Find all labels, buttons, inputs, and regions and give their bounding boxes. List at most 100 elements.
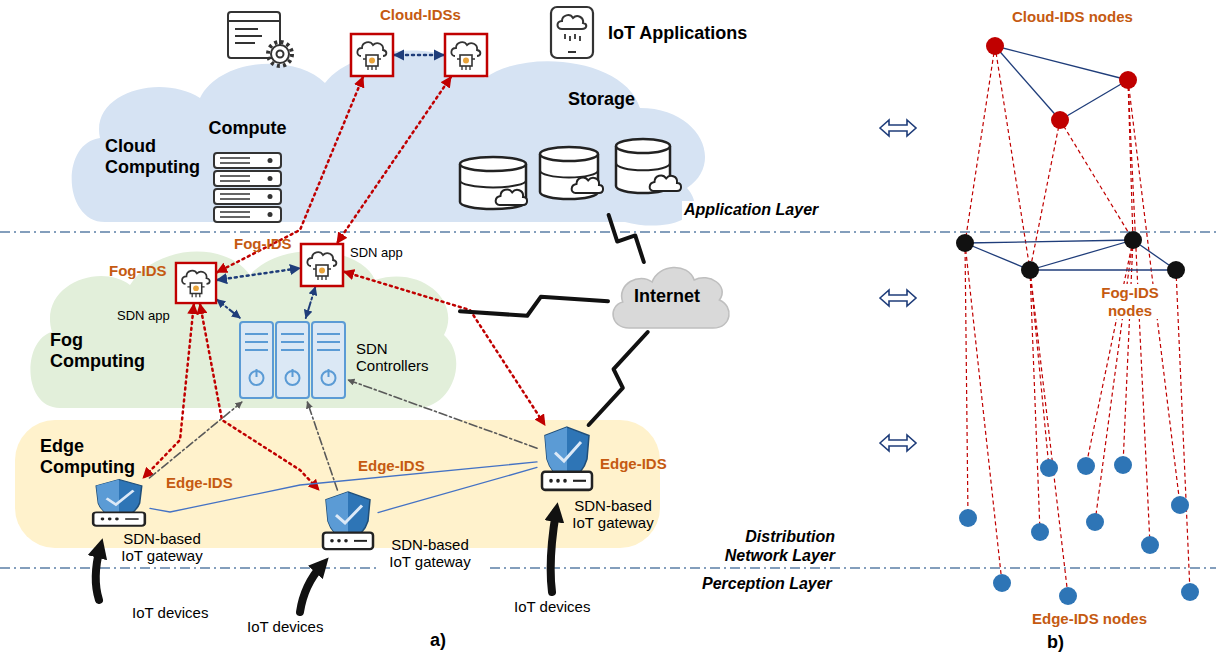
path-shape <box>336 506 362 523</box>
circle-shape <box>319 268 325 274</box>
node-icon: SDN Controllers <box>238 318 348 402</box>
rect-shape <box>312 322 345 398</box>
circle-shape <box>1021 261 1039 279</box>
line-shape <box>1030 240 1133 270</box>
path-shape <box>96 548 100 600</box>
link-line <box>143 304 194 478</box>
node-label: Internet <box>608 286 726 307</box>
path-shape <box>328 369 330 377</box>
circle-shape <box>369 58 375 64</box>
path-shape <box>125 518 138 520</box>
node-shape <box>318 490 378 552</box>
circle-shape <box>271 45 289 63</box>
rect-shape <box>323 533 373 549</box>
circle-shape <box>1171 496 1189 514</box>
path-shape <box>317 334 340 350</box>
rect-shape <box>460 55 472 66</box>
node-icon: Fog-IDSSDN app <box>300 243 344 287</box>
free-label: Cloud-IDS nodes <box>1010 8 1135 26</box>
line-shape <box>235 28 258 30</box>
node-shape <box>300 243 344 287</box>
node-label: Storage <box>568 89 635 110</box>
path-shape <box>551 512 556 592</box>
rect-shape <box>15 420 660 548</box>
path-shape <box>363 59 381 70</box>
node-icon: Cloud-IDSs <box>350 33 394 77</box>
circle-shape <box>1114 456 1132 474</box>
free-label: Fog-IDS nodes <box>1092 284 1168 319</box>
node-shape <box>238 318 348 402</box>
line-shape <box>228 20 280 22</box>
path-shape <box>300 565 322 612</box>
path-shape <box>220 212 250 217</box>
polygon-shape <box>880 120 916 136</box>
circle-shape <box>1077 457 1095 475</box>
circle-shape <box>556 479 560 483</box>
path-shape <box>573 480 586 482</box>
rect-shape <box>93 512 145 525</box>
region-band: Internet <box>608 262 732 332</box>
circle-shape <box>1051 111 1069 129</box>
node-icon <box>444 33 488 77</box>
link-line <box>348 380 537 448</box>
circle-shape <box>193 285 199 291</box>
link-line <box>149 402 241 478</box>
line-shape <box>965 243 1030 270</box>
path-shape <box>555 442 581 461</box>
circle-shape <box>108 518 112 521</box>
path-shape <box>245 334 268 350</box>
circle-shape <box>115 518 119 521</box>
free-label: Edge-IDS nodes <box>1030 610 1149 628</box>
path-shape <box>496 190 527 205</box>
line-shape <box>1030 270 1049 468</box>
circle-shape <box>1086 513 1104 531</box>
circle-shape <box>268 176 273 181</box>
free-label: IoT devices <box>130 604 210 622</box>
circle-shape <box>268 212 273 217</box>
path-shape <box>187 287 204 298</box>
node-label: SDN-based IoT gateway <box>380 536 480 570</box>
node-label: Cloud-IDSs <box>380 6 461 24</box>
rect-shape <box>214 189 281 204</box>
circle-shape <box>1141 536 1159 554</box>
path-shape <box>220 158 250 163</box>
line-shape <box>995 46 1060 120</box>
link-line <box>344 272 545 425</box>
node-icon: Storage <box>460 125 690 215</box>
rect-shape <box>316 265 328 276</box>
equivalence-arrows <box>880 120 916 451</box>
path-shape <box>307 252 336 266</box>
free-label: Application Layer <box>682 201 820 220</box>
node-label: Edge-IDS <box>166 474 233 492</box>
line-shape <box>1060 80 1128 120</box>
app-window-icon <box>228 12 292 66</box>
circle-shape <box>268 42 292 66</box>
ellipse-shape <box>616 139 670 153</box>
rect-shape <box>190 283 201 294</box>
path-shape <box>30 251 456 408</box>
path-shape <box>558 15 587 29</box>
circle-shape <box>337 539 341 542</box>
path-shape <box>460 180 526 187</box>
region-band: Edge ComputingEdge-IDSSDN-based IoT gate… <box>15 420 660 548</box>
circle-shape <box>1181 583 1199 601</box>
node-label: SDN-based IoT gateway <box>563 497 663 531</box>
line-shape <box>1123 240 1133 465</box>
path-shape <box>457 59 475 70</box>
node-shape <box>350 33 394 77</box>
path-shape <box>565 34 580 41</box>
circle-shape <box>268 158 273 163</box>
rect-shape <box>445 34 487 76</box>
node-icon: IoT Applications <box>548 5 596 60</box>
path-shape <box>292 369 294 377</box>
path-shape <box>568 51 576 53</box>
node-shape <box>548 5 596 60</box>
line-shape <box>1030 270 1068 596</box>
node-icon: Compute <box>210 150 285 225</box>
free-label: b) <box>1045 632 1066 653</box>
node-shape <box>210 150 285 225</box>
line-shape <box>235 35 262 37</box>
rect-shape <box>351 34 393 76</box>
line-shape <box>1060 120 1133 240</box>
node-shape <box>537 425 597 493</box>
